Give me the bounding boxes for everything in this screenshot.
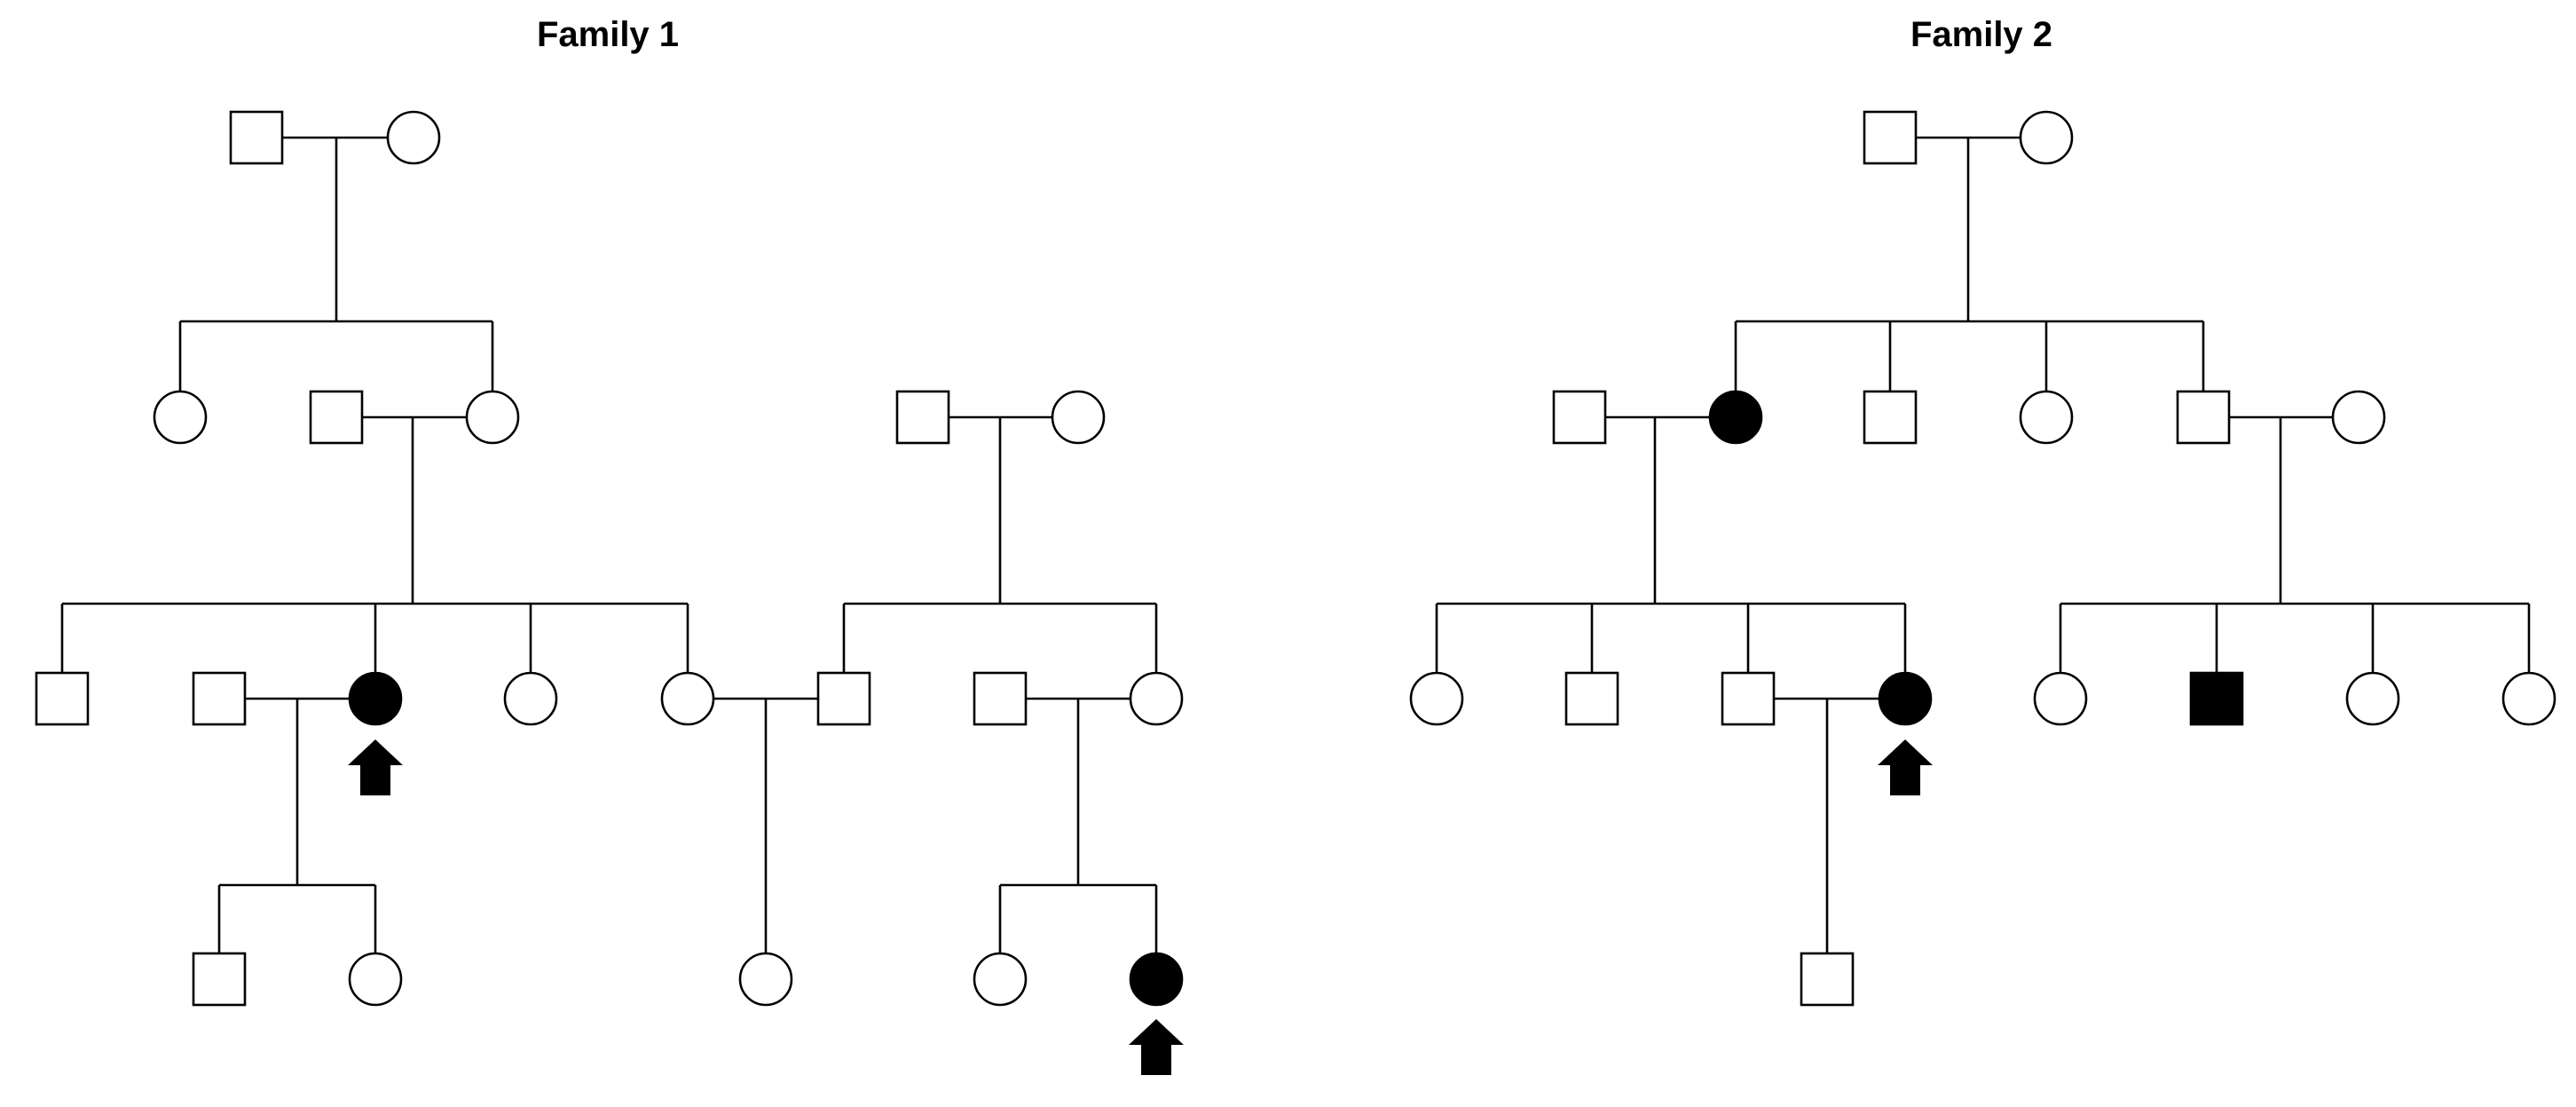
male-square (229, 110, 284, 165)
male-square (192, 671, 247, 726)
proband-arrow-icon (348, 739, 403, 795)
family-1-title: Family 1 (537, 15, 679, 54)
female-circle (2345, 671, 2400, 726)
female-circle (1409, 671, 1464, 726)
male-square (1564, 671, 1619, 726)
proband-arrow-icon (1129, 1019, 1184, 1075)
female-circle (2033, 671, 2088, 726)
male-square (192, 952, 247, 1007)
affected-female-circle (348, 671, 403, 726)
affected-male-square (2189, 671, 2244, 726)
female-circle (1051, 390, 1106, 445)
female-circle (465, 390, 520, 445)
female-circle (660, 671, 715, 726)
male-square (35, 671, 90, 726)
female-circle (2501, 671, 2556, 726)
female-circle (2019, 110, 2074, 165)
pedigree-lines (60, 136, 2531, 953)
proband-arrows (348, 739, 1933, 1075)
male-square (1721, 671, 1776, 726)
male-square (816, 671, 871, 726)
male-square (309, 390, 364, 445)
male-square (1800, 952, 1855, 1007)
affected-female-circle (1878, 671, 1933, 726)
affected-female-circle (1708, 390, 1763, 445)
female-circle (1129, 671, 1184, 726)
male-square (2176, 390, 2231, 445)
female-circle (503, 671, 558, 726)
female-circle (386, 110, 441, 165)
affected-female-circle (1129, 952, 1184, 1007)
female-circle (2019, 390, 2074, 445)
male-square (1863, 110, 1918, 165)
proband-arrow-icon (1878, 739, 1933, 795)
female-circle (153, 390, 208, 445)
male-square (1552, 390, 1607, 445)
female-circle (2331, 390, 2386, 445)
pedigree-symbols (35, 110, 2556, 1007)
family-2-title: Family 2 (1910, 15, 2052, 54)
male-square (973, 671, 1028, 726)
male-square (895, 390, 950, 445)
female-circle (348, 952, 403, 1007)
male-square (1863, 390, 1918, 445)
female-circle (973, 952, 1028, 1007)
female-circle (738, 952, 793, 1007)
